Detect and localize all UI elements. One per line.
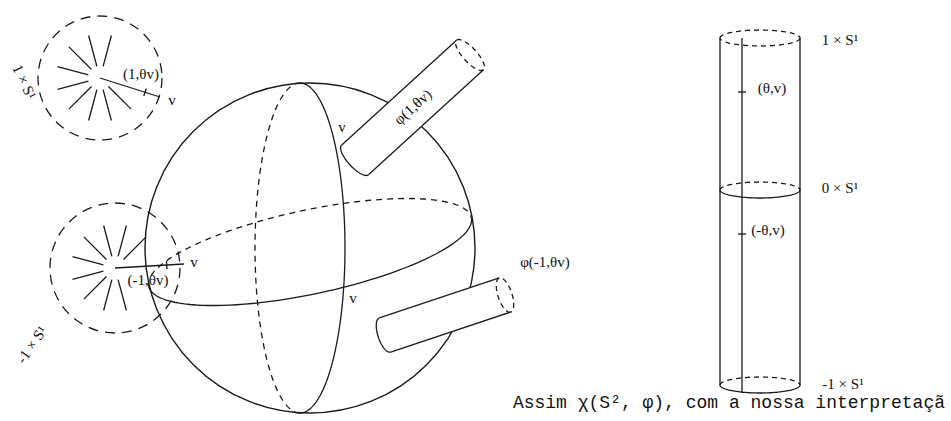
equator-front <box>149 218 472 306</box>
radial-segment <box>118 225 126 256</box>
cylinder-ring-back <box>720 377 800 385</box>
radial-segment <box>103 35 111 66</box>
radial-segment <box>57 67 88 75</box>
meridian-back <box>255 83 300 413</box>
radial-segment <box>89 35 97 66</box>
vector-label: v <box>166 92 178 109</box>
tube-base <box>376 318 390 352</box>
tube-base <box>341 145 369 175</box>
radial-segment <box>104 225 112 256</box>
cylinder-ring-back <box>720 30 800 38</box>
vector-label: v <box>347 290 359 307</box>
tube-side <box>368 70 483 175</box>
vector-label: v <box>188 254 200 271</box>
radial-segment <box>84 237 107 260</box>
tube-side <box>391 312 511 352</box>
radial-segment <box>108 86 131 109</box>
cylinder-ring-back <box>720 182 800 190</box>
cylinder-side <box>719 38 720 385</box>
sphere-outline <box>145 83 475 413</box>
radial-segment <box>69 47 92 70</box>
radial-segment <box>103 90 111 121</box>
tube-side <box>342 40 457 145</box>
point-label: (-θ,v) <box>749 222 786 239</box>
dashed-disk <box>38 16 162 140</box>
point-label: (-1,θv) <box>126 272 171 289</box>
tick-mark <box>738 233 746 234</box>
tick-mark <box>144 88 146 96</box>
generator-line <box>741 38 742 393</box>
point-label: (1,θv) <box>121 66 161 83</box>
tube-fill <box>342 40 484 175</box>
radial-segment <box>89 90 97 121</box>
tube-fill <box>379 278 510 352</box>
radial-segment <box>57 81 88 89</box>
radial-segment <box>104 280 112 311</box>
section-label: -1 × S¹ <box>12 322 51 369</box>
section-label: 1 × S¹ <box>8 60 40 104</box>
equator-back <box>148 198 471 286</box>
tube-label: φ(-1,θv) <box>518 254 572 271</box>
tube-end <box>496 278 513 312</box>
tick-mark <box>166 261 168 269</box>
radial-segment <box>123 237 146 260</box>
point-label: (θ,v) <box>756 80 788 97</box>
cylinder-ring-front <box>720 190 800 198</box>
body-text: Assim χ(S², φ), com a nossa interpretaçã <box>511 394 947 414</box>
tube-side <box>379 278 499 318</box>
circle-label: 1 × S¹ <box>820 32 860 49</box>
radial-segment <box>69 86 92 109</box>
radial-segment <box>84 276 107 299</box>
circle-label: 0 × S¹ <box>820 180 860 197</box>
cylinder-ring-front <box>720 38 800 46</box>
cylinder-ring-front <box>720 385 800 393</box>
tick-mark <box>738 91 746 92</box>
radial-segment <box>118 280 126 311</box>
circle-label: -1 × S¹ <box>820 376 865 393</box>
tube-end <box>456 39 485 70</box>
radius-line <box>115 264 184 268</box>
cylinder-side <box>799 38 800 385</box>
vector-label: v <box>336 119 348 136</box>
radial-segment <box>72 271 103 279</box>
radial-segment <box>72 257 103 265</box>
tube-label: φ(1,θv) <box>389 85 436 130</box>
